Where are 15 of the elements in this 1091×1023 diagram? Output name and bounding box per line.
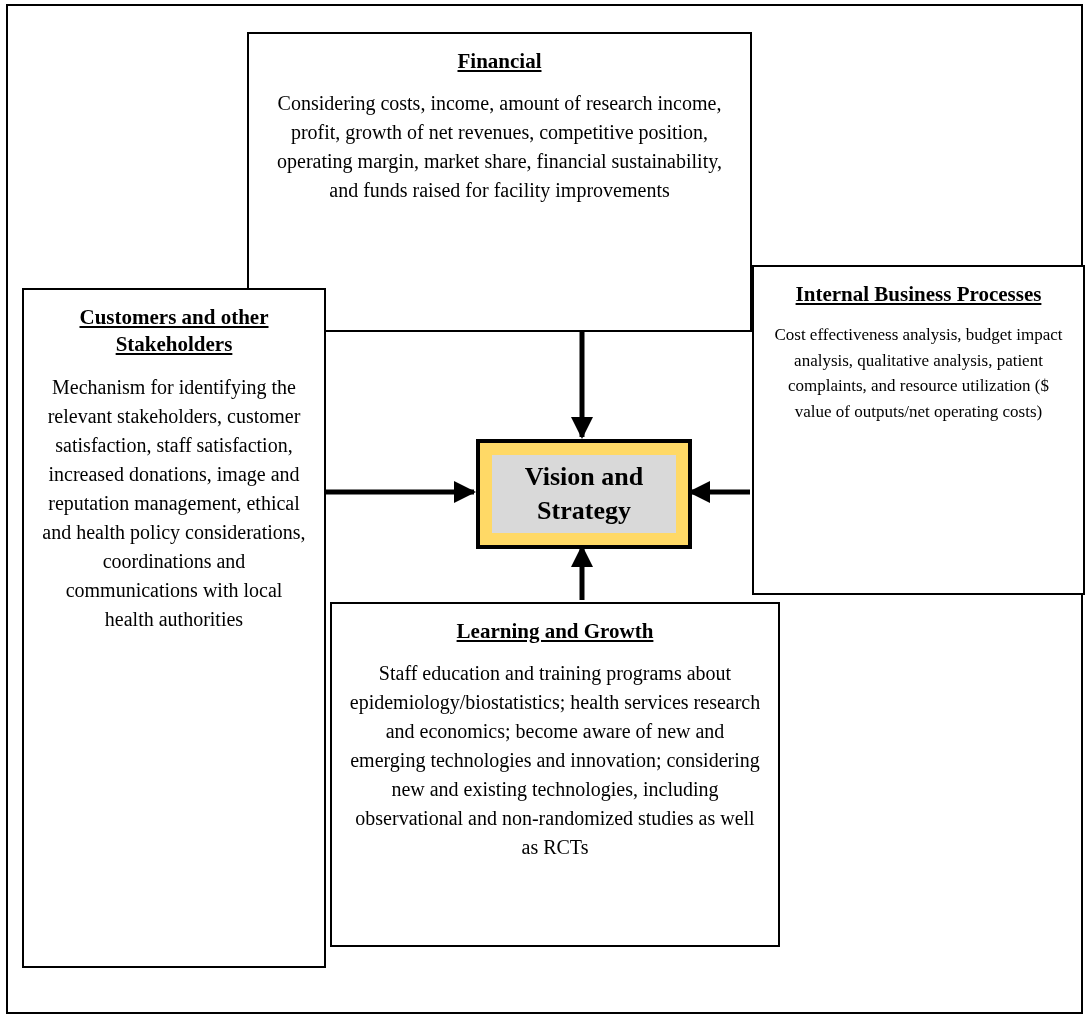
box-heading: Financial [456, 48, 543, 75]
perspective-box [330, 602, 780, 947]
perspective-box [22, 288, 326, 968]
box-description: Staff education and training programs about epidemiology/biostatistics; health services research and economics; become aware of new and emerging technologies and innovation; considering new and existing technologies, including observational and non-randomized studies as well as RCTs [348, 661, 762, 861]
arrow [571, 330, 593, 439]
box-description: Mechanism for identifying the relevant stakeholders, customer satisfaction, staff satisfaction, increased donations, image and reputation management, ethical and health policy considerations, coordinations and communications with local health authorities [41, 374, 307, 632]
arrow [324, 481, 476, 503]
box-description: Considering costs, income, amount of research income, profit, growth of net revenues, competitive position, operating margin, market share, financial sustainability, and funds raised for facility improvements [276, 91, 723, 204]
perspective-box [752, 265, 1085, 595]
box-heading: Internal Business Processes [794, 281, 1043, 308]
box-description: Cost effectiveness analysis, budget impact analysis, qualitative analysis, patient complaints, and resource utilization ($ value of outputs/net operating costs) [773, 324, 1064, 423]
box-heading: Customers and other Stakeholders [78, 304, 270, 359]
box-heading: Learning and Growth [455, 618, 655, 645]
vision-box [476, 439, 692, 549]
vision-label: Vision and Strategy [492, 455, 676, 533]
